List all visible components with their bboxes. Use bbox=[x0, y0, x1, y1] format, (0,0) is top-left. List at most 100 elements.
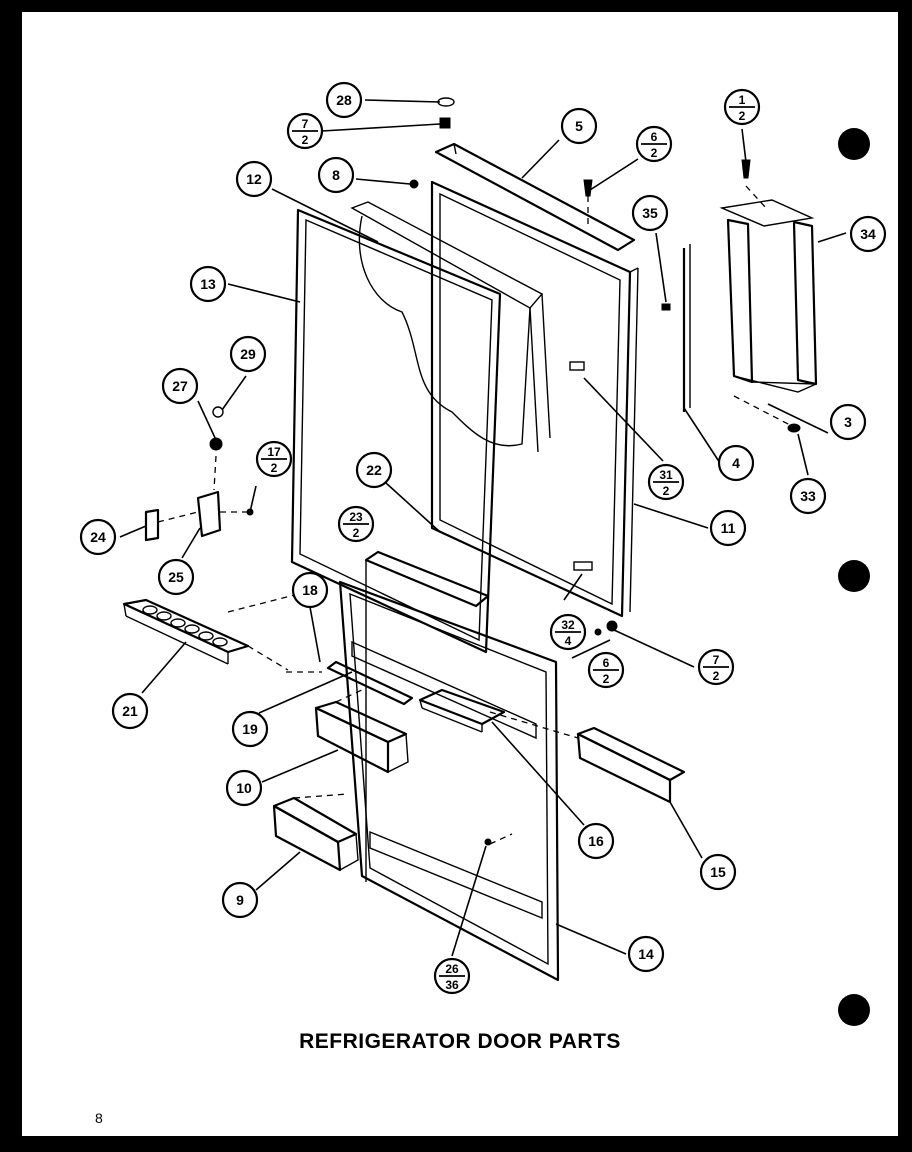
callout-c23: 232 bbox=[337, 505, 375, 543]
callout-circle bbox=[317, 156, 355, 194]
callout-circle bbox=[291, 571, 329, 609]
callout-c16: 16 bbox=[577, 822, 615, 860]
callout-circle bbox=[111, 692, 149, 730]
callout-c35: 35 bbox=[631, 194, 669, 232]
callout-number: 8 bbox=[332, 167, 340, 183]
diagram-title: REFRIGERATOR DOOR PARTS bbox=[299, 1030, 621, 1053]
exploded-parts-diagram: 1234562627272891011121314151617218192122… bbox=[79, 81, 887, 995]
callout-number-bottom: 2 bbox=[302, 133, 309, 147]
callout-c31: 312 bbox=[647, 463, 685, 501]
callout-circle bbox=[229, 335, 267, 373]
callout-c8: 8 bbox=[317, 156, 355, 194]
callout-circle bbox=[631, 194, 669, 232]
callout-number-bottom: 2 bbox=[353, 526, 360, 540]
egg-tray bbox=[122, 587, 323, 671]
callout-c24: 24 bbox=[79, 518, 117, 556]
callout-circle bbox=[235, 160, 273, 198]
callout-number-bottom: 2 bbox=[603, 672, 610, 686]
callout-c33: 33 bbox=[789, 477, 827, 515]
callout-c11: 11 bbox=[709, 509, 747, 547]
page-number: 8 bbox=[95, 1110, 103, 1126]
binder-hole-top bbox=[838, 128, 870, 160]
callout-number: 24 bbox=[90, 529, 106, 545]
callout-number: 5 bbox=[575, 118, 583, 134]
callout-number: 3 bbox=[844, 414, 852, 430]
callout-number: 25 bbox=[168, 569, 184, 585]
callout-number-top: 32 bbox=[561, 618, 575, 632]
callout-c17: 172 bbox=[255, 440, 293, 478]
callout-c18: 18 bbox=[291, 571, 329, 609]
callout-c15: 15 bbox=[699, 853, 737, 891]
callout-number: 14 bbox=[638, 946, 654, 962]
callout-circle bbox=[325, 81, 363, 119]
callout-c3: 3 bbox=[829, 403, 867, 441]
callout-circle bbox=[560, 107, 598, 145]
callout-c29: 29 bbox=[229, 335, 267, 373]
callout-c28: 28 bbox=[325, 81, 363, 119]
callout-c1: 12 bbox=[723, 88, 761, 126]
callout-number: 9 bbox=[236, 892, 244, 908]
callout-number: 13 bbox=[200, 276, 216, 292]
callout-circle bbox=[709, 509, 747, 547]
callout-number: 35 bbox=[642, 205, 658, 221]
callout-number: 34 bbox=[860, 226, 876, 242]
callout-c25: 25 bbox=[157, 558, 195, 596]
callout-circle bbox=[717, 444, 755, 482]
callout-number: 22 bbox=[366, 462, 382, 478]
binder-hole-middle bbox=[838, 560, 870, 592]
callout-circle bbox=[221, 881, 259, 919]
callout-number-top: 23 bbox=[349, 510, 363, 524]
callout-number-bottom: 2 bbox=[651, 146, 658, 160]
callout-c7a: 72 bbox=[286, 112, 324, 150]
callout-number: 18 bbox=[302, 582, 318, 598]
callout-c4: 4 bbox=[717, 444, 755, 482]
callout-number: 11 bbox=[721, 520, 736, 536]
callout-number: 28 bbox=[336, 92, 352, 108]
callout-number-top: 6 bbox=[651, 130, 658, 144]
hinge-handle-assembly bbox=[661, 159, 818, 433]
callout-number: 16 bbox=[588, 833, 604, 849]
callout-number-bottom: 4 bbox=[565, 634, 572, 648]
callout-number: 33 bbox=[800, 488, 816, 504]
callout-c21: 21 bbox=[111, 692, 149, 730]
callout-circle bbox=[79, 518, 117, 556]
callout-number-top: 31 bbox=[659, 468, 673, 482]
callout-c19: 19 bbox=[231, 710, 269, 748]
callout-number: 21 bbox=[122, 703, 138, 719]
callout-number-bottom: 2 bbox=[713, 669, 720, 683]
callout-c27: 27 bbox=[161, 367, 199, 405]
leader-lines bbox=[119, 99, 847, 957]
callout-c22: 22 bbox=[355, 451, 393, 489]
callout-c32: 324 bbox=[549, 613, 587, 651]
callout-circle bbox=[355, 451, 393, 489]
callout-number-bottom: 36 bbox=[445, 978, 459, 992]
callout-number-top: 1 bbox=[739, 93, 746, 107]
callout-number: 19 bbox=[242, 721, 258, 737]
callout-number-bottom: 2 bbox=[739, 109, 746, 123]
callout-circle bbox=[627, 935, 665, 973]
callout-number-bottom: 2 bbox=[663, 484, 670, 498]
callout-c34: 34 bbox=[849, 215, 887, 253]
door-bins bbox=[272, 687, 409, 872]
shelf-bar bbox=[576, 726, 686, 804]
callout-number: 10 bbox=[236, 780, 252, 796]
callout-circle bbox=[225, 769, 263, 807]
callout-number: 27 bbox=[172, 378, 188, 394]
callout-c6b: 62 bbox=[587, 651, 625, 689]
callout-circle bbox=[189, 265, 227, 303]
callout-c13: 13 bbox=[189, 265, 227, 303]
callout-number: 15 bbox=[710, 864, 726, 880]
callout-number: 4 bbox=[732, 455, 740, 471]
callout-c10: 10 bbox=[225, 769, 263, 807]
callout-number-top: 26 bbox=[445, 962, 459, 976]
callout-c12: 12 bbox=[235, 160, 273, 198]
callout-number-top: 6 bbox=[603, 656, 610, 670]
callout-circle bbox=[577, 822, 615, 860]
callout-circle bbox=[161, 367, 199, 405]
callout-number: 12 bbox=[246, 171, 262, 187]
callout-circle bbox=[157, 558, 195, 596]
callout-circle bbox=[231, 710, 269, 748]
callout-c9: 9 bbox=[221, 881, 259, 919]
